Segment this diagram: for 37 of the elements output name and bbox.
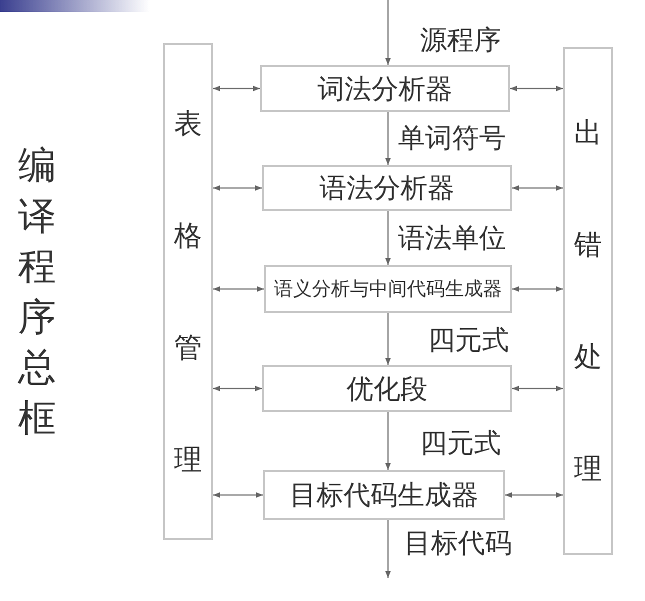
side-panel (163, 43, 213, 540)
arrow (213, 86, 260, 92)
edge-label: 语法单位 (398, 222, 506, 256)
title: 编译程序总框 (18, 142, 56, 442)
process-box (263, 470, 505, 520)
arrow (385, 313, 391, 365)
node-text: 语义分析与中间代码生成器 (273, 280, 503, 298)
node-text: 出错处理 (574, 115, 602, 487)
edge-label: 目标代码 (404, 527, 512, 561)
arrow (213, 386, 262, 392)
process-box (260, 65, 510, 112)
edge-label: 四元式 (428, 324, 509, 358)
node-text: 语法分析器 (320, 172, 454, 206)
arrow (512, 286, 563, 292)
edge-label: 单词符号 (398, 122, 506, 156)
process-box (262, 165, 512, 211)
node-text: 优化段 (346, 372, 428, 406)
arrow (385, 112, 391, 165)
edge-label: 四元式 (420, 427, 501, 461)
arrow (385, 211, 391, 265)
node-text: 表格管理 (174, 106, 202, 478)
side-panel (563, 47, 613, 555)
arrow (385, 520, 391, 578)
arrow (512, 386, 563, 392)
arrow (213, 185, 262, 191)
arrow (385, 412, 391, 470)
arrow (385, 0, 391, 65)
edge-label: 源程序 (420, 24, 501, 58)
node-text: 目标代码生成器 (290, 479, 478, 513)
node-text: 词法分析器 (318, 72, 452, 106)
arrow (512, 185, 563, 191)
process-box (264, 265, 512, 313)
arrow (505, 492, 563, 498)
arrow (213, 492, 263, 498)
process-box (262, 365, 512, 412)
arrow (510, 86, 563, 92)
arrow (213, 286, 264, 292)
